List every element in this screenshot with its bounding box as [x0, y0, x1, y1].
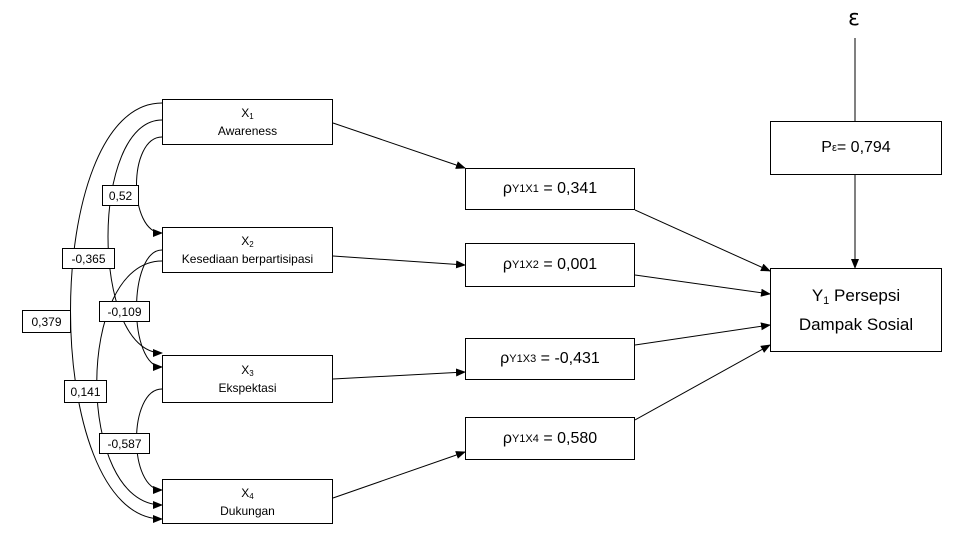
arrow-x3-rho3 — [332, 368, 466, 380]
x3-label: Ekspektasi — [218, 381, 277, 395]
x1-box: X1 Awareness — [162, 99, 333, 145]
x2-box: X2 Kesediaan berpartisipasi — [162, 227, 333, 273]
epsilon-label: ε — [848, 6, 860, 31]
arrow-x1-rho1 — [332, 122, 466, 169]
x3-symbol: X3 — [241, 363, 254, 378]
corr-x1-x2: 0,52 — [102, 185, 139, 206]
arrow-x2-rho2 — [332, 255, 466, 269]
arrow-rho4-y — [634, 344, 771, 421]
x2-symbol: X2 — [241, 234, 254, 249]
x4-label: Dukungan — [220, 503, 275, 518]
curve-x1-x3 — [107, 115, 172, 357]
arrow-rho1-y — [634, 209, 771, 272]
arrow-x4-rho4 — [332, 451, 466, 499]
x2-label: Kesediaan berpartisipasi — [181, 252, 314, 266]
corr-x1-x4: 0,379 — [22, 310, 71, 333]
arrow-rho2-y — [634, 274, 771, 297]
y1-line2: Dampak Sosial — [798, 315, 914, 334]
corr-x2-x3: -0,109 — [99, 301, 150, 322]
x4-box: X4 Dukungan — [162, 479, 333, 524]
y1-box: Y1 Persepsi Dampak Sosial — [770, 268, 942, 352]
arrow-rho3-y — [634, 322, 771, 346]
x3-box: X3 Ekspektasi — [162, 355, 333, 403]
x1-symbol: X1 — [241, 106, 254, 121]
corr-x1-x3: -0,365 — [62, 248, 115, 269]
x1-label: Awareness — [217, 124, 278, 138]
corr-x2-x4: 0,141 — [64, 380, 107, 403]
corr-x3-x4: -0,587 — [99, 433, 150, 454]
x4-symbol: X4 — [241, 485, 254, 501]
y1-line1: Y1 Persepsi — [811, 286, 901, 307]
curve-x1-x2 — [136, 132, 172, 237]
